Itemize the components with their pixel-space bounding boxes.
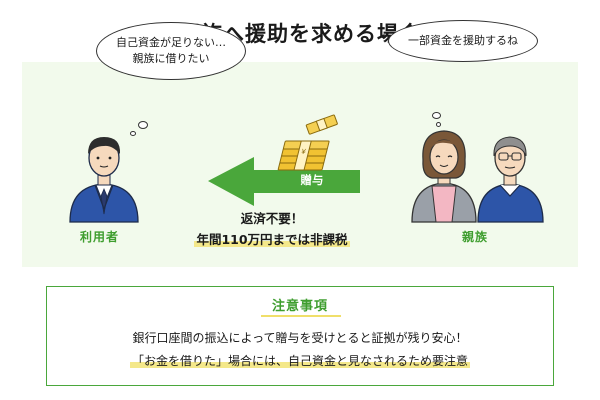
green-arrow-icon xyxy=(208,157,360,206)
caution-title-underline xyxy=(261,315,341,317)
caution-box: 注意事項 銀行口座間の振込によって贈与を受けとると証拠が残り安心！ 「お金を借り… xyxy=(46,286,554,386)
user-thought-bubble: 自己資金が足りない… 親族に借りたい xyxy=(96,22,246,80)
money-stack-icon: ¥ xyxy=(277,114,338,171)
user-thought-line-1: 自己資金が足りない… xyxy=(116,36,226,49)
older-woman-icon xyxy=(411,130,477,223)
thought-dot xyxy=(130,131,136,136)
family-speech-text: 一部資金を援助するね xyxy=(408,34,518,47)
user-thought-line-2: 親族に借りたい xyxy=(132,52,210,65)
user-label: 利用者 xyxy=(80,230,120,244)
speech-dot xyxy=(432,112,441,119)
tax-note-line-2: 年間110万円までは非課税 xyxy=(194,232,350,247)
family-label: 親族 xyxy=(462,230,489,244)
family-speech-bubble: 一部資金を援助するね xyxy=(388,20,538,62)
caution-line-1: 銀行口座間の振込によって贈与を受けとると証拠が残り安心！ xyxy=(132,331,468,345)
tax-note-line-1: 返済不要！ xyxy=(240,211,304,226)
gift-arrow-label: 贈与 xyxy=(300,173,324,187)
tax-note: 返済不要！ 年間110万円までは非課税 xyxy=(172,208,372,250)
caution-title: 注意事項 xyxy=(271,299,328,314)
caution-line-2: 「お金を借りた」場合には、自己資金と見なされるため要注意 xyxy=(129,354,470,368)
thought-dot xyxy=(138,121,148,129)
older-man-icon xyxy=(477,136,544,223)
businessman-icon xyxy=(69,137,139,223)
svg-text:¥: ¥ xyxy=(300,147,307,156)
speech-dot xyxy=(436,122,441,127)
